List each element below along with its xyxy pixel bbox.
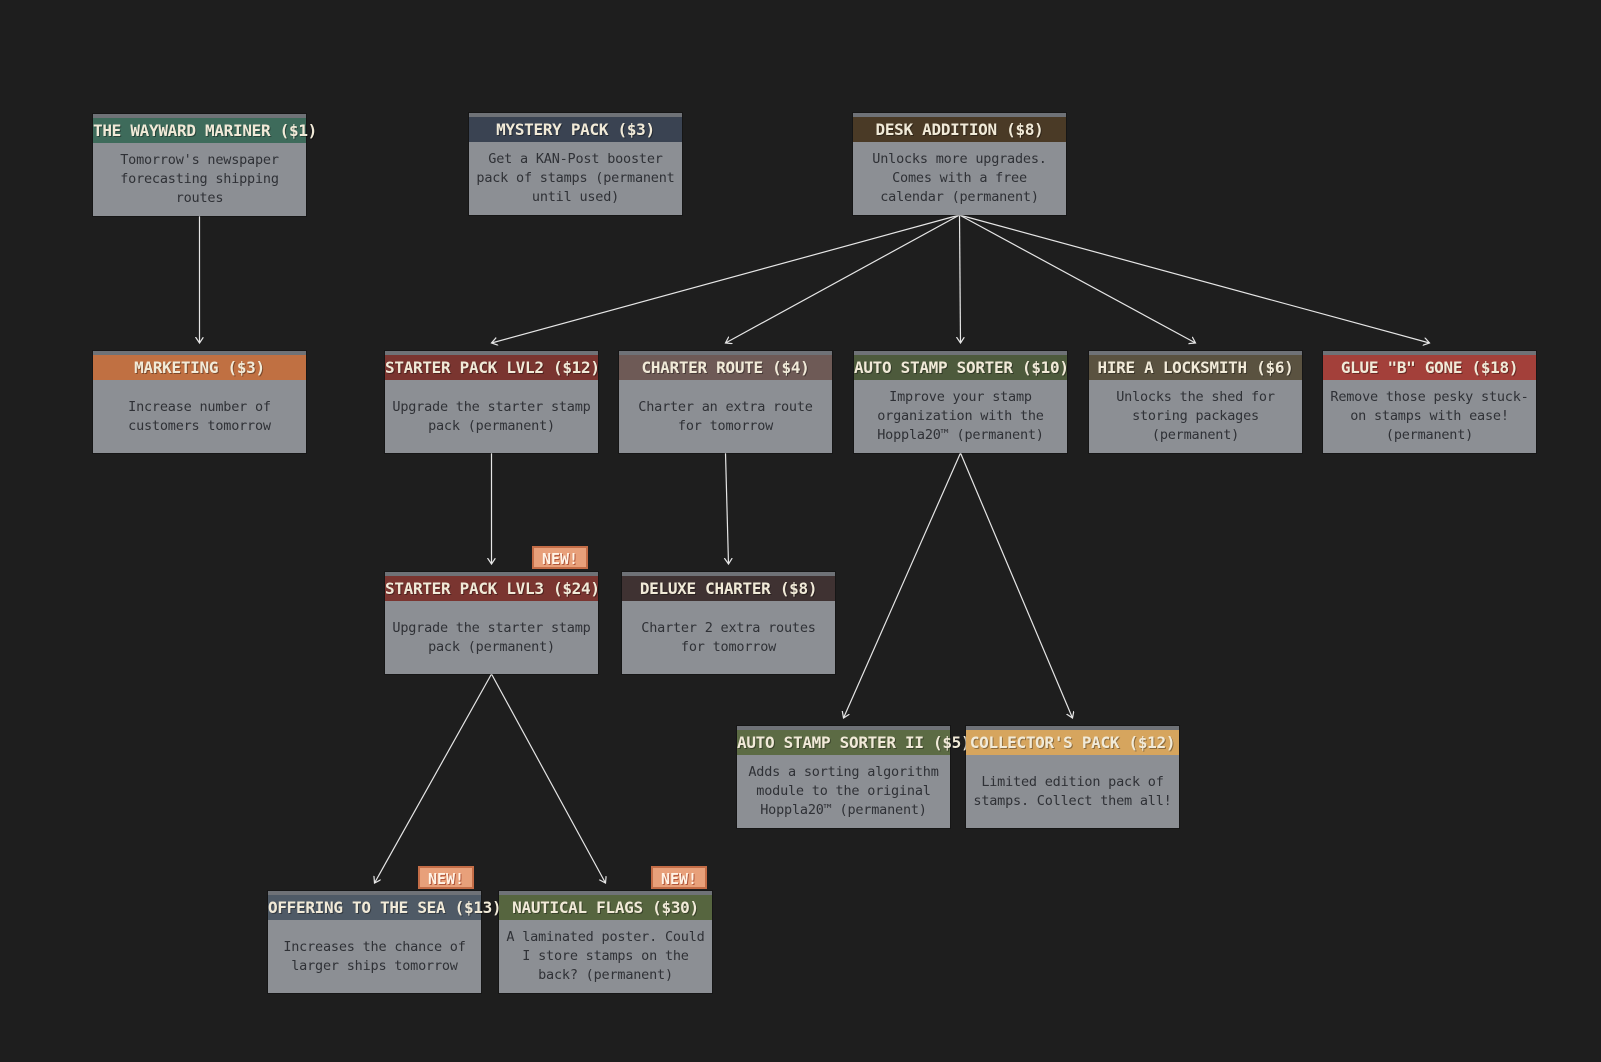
upgrade-card-glue-b-gone[interactable]: GLUE "B" GONE ($18) Remove those pesky s… <box>1323 351 1536 453</box>
card-title: HIRE A LOCKSMITH ($6) <box>1089 355 1302 380</box>
card-title: STARTER PACK LVL2 ($12) <box>385 355 600 380</box>
card-title: DELUXE CHARTER ($8) <box>622 576 835 601</box>
connector-arrow <box>490 673 606 883</box>
card-title: DESK ADDITION ($8) <box>853 117 1066 142</box>
upgrade-card-hire-a-locksmith[interactable]: HIRE A LOCKSMITH ($6) Unlocks the shed f… <box>1089 351 1302 453</box>
upgrade-card-deluxe-charter[interactable]: DELUXE CHARTER ($8) Charter 2 extra rout… <box>622 572 835 674</box>
new-badge: NEW! <box>651 866 707 889</box>
card-title: THE WAYWARD MARINER ($1) <box>93 118 317 143</box>
card-title: STARTER PACK LVL3 ($24) <box>385 576 600 601</box>
card-title: CHARTER ROUTE ($4) <box>619 355 832 380</box>
connector-arrow <box>960 214 961 343</box>
upgrade-card-desk-addition[interactable]: DESK ADDITION ($8) Unlocks more upgrades… <box>853 113 1066 215</box>
card-description: Unlocks more upgrades. Comes with a free… <box>872 151 1047 205</box>
card-title: AUTO STAMP SORTER II ($5) <box>737 730 971 755</box>
card-description: Upgrade the starter stamp pack (permanen… <box>392 619 591 655</box>
connector-arrow <box>844 452 962 718</box>
card-description: Adds a sorting algorithm module to the o… <box>748 764 939 818</box>
card-title: MYSTERY PACK ($3) <box>469 117 682 142</box>
connector-arrow <box>726 452 729 564</box>
card-description: Tomorrow's newspaper forecasting shippin… <box>120 152 279 206</box>
upgrade-card-starter-pack-lvl3[interactable]: STARTER PACK LVL3 ($24) Upgrade the star… <box>385 572 600 674</box>
card-title: GLUE "B" GONE ($18) <box>1323 355 1536 380</box>
connector-arrow <box>959 214 1430 343</box>
upgrade-card-marketing[interactable]: MARKETING ($3) Increase number of custom… <box>93 351 306 453</box>
card-description: Improve your stamp organization with the… <box>877 389 1044 443</box>
card-description: Increases the chance of larger ships tom… <box>283 938 466 974</box>
card-description: Charter 2 extra routes for tomorrow <box>641 619 816 655</box>
card-title: MARKETING ($3) <box>93 355 306 380</box>
card-description: Upgrade the starter stamp pack (permanen… <box>392 398 591 434</box>
upgrade-card-nautical-flags[interactable]: NAUTICAL FLAGS ($30) A laminated poster.… <box>499 891 712 993</box>
card-title: OFFERING TO THE SEA ($13) <box>268 895 502 920</box>
new-badge: NEW! <box>418 866 474 889</box>
card-description: Remove those pesky stuck-on stamps with … <box>1330 389 1529 443</box>
upgrade-card-mystery-pack[interactable]: MYSTERY PACK ($3) Get a KAN-Post booster… <box>469 113 682 215</box>
connector-arrow <box>726 214 960 343</box>
card-description: Unlocks the shed for storing packages (p… <box>1116 389 1275 443</box>
card-title: NAUTICAL FLAGS ($30) <box>499 895 712 920</box>
connector-arrow <box>959 214 1196 343</box>
card-title: COLLECTOR'S PACK ($12) <box>966 730 1179 755</box>
card-description: Limited edition pack of stamps. Collect … <box>973 773 1172 809</box>
connector-arrow <box>375 673 493 883</box>
new-badge: NEW! <box>532 546 588 569</box>
upgrade-card-offering-to-the-sea[interactable]: OFFERING TO THE SEA ($13) Increases the … <box>268 891 502 993</box>
card-description: Charter an extra route for tomorrow <box>638 398 813 434</box>
connector-arrow <box>492 214 960 343</box>
upgrade-card-auto-stamp-sorter[interactable]: AUTO STAMP SORTER ($10) Improve your sta… <box>854 351 1069 453</box>
card-title: AUTO STAMP SORTER ($10) <box>854 355 1069 380</box>
connector-arrow <box>959 452 1073 718</box>
upgrade-card-starter-pack-lvl2[interactable]: STARTER PACK LVL2 ($12) Upgrade the star… <box>385 351 600 453</box>
upgrade-card-auto-stamp-sorter-ii[interactable]: AUTO STAMP SORTER II ($5) Adds a sorting… <box>737 726 971 828</box>
upgrade-card-charter-route[interactable]: CHARTER ROUTE ($4) Charter an extra rout… <box>619 351 832 453</box>
upgrade-card-wayward-mariner[interactable]: THE WAYWARD MARINER ($1) Tomorrow's news… <box>93 114 317 216</box>
card-description: Increase number of customers tomorrow <box>128 398 271 434</box>
card-description: Get a KAN-Post booster pack of stamps (p… <box>476 151 675 205</box>
card-description: A laminated poster. Could I store stamps… <box>506 929 705 983</box>
upgrade-card-collectors-pack[interactable]: COLLECTOR'S PACK ($12) Limited edition p… <box>966 726 1179 828</box>
